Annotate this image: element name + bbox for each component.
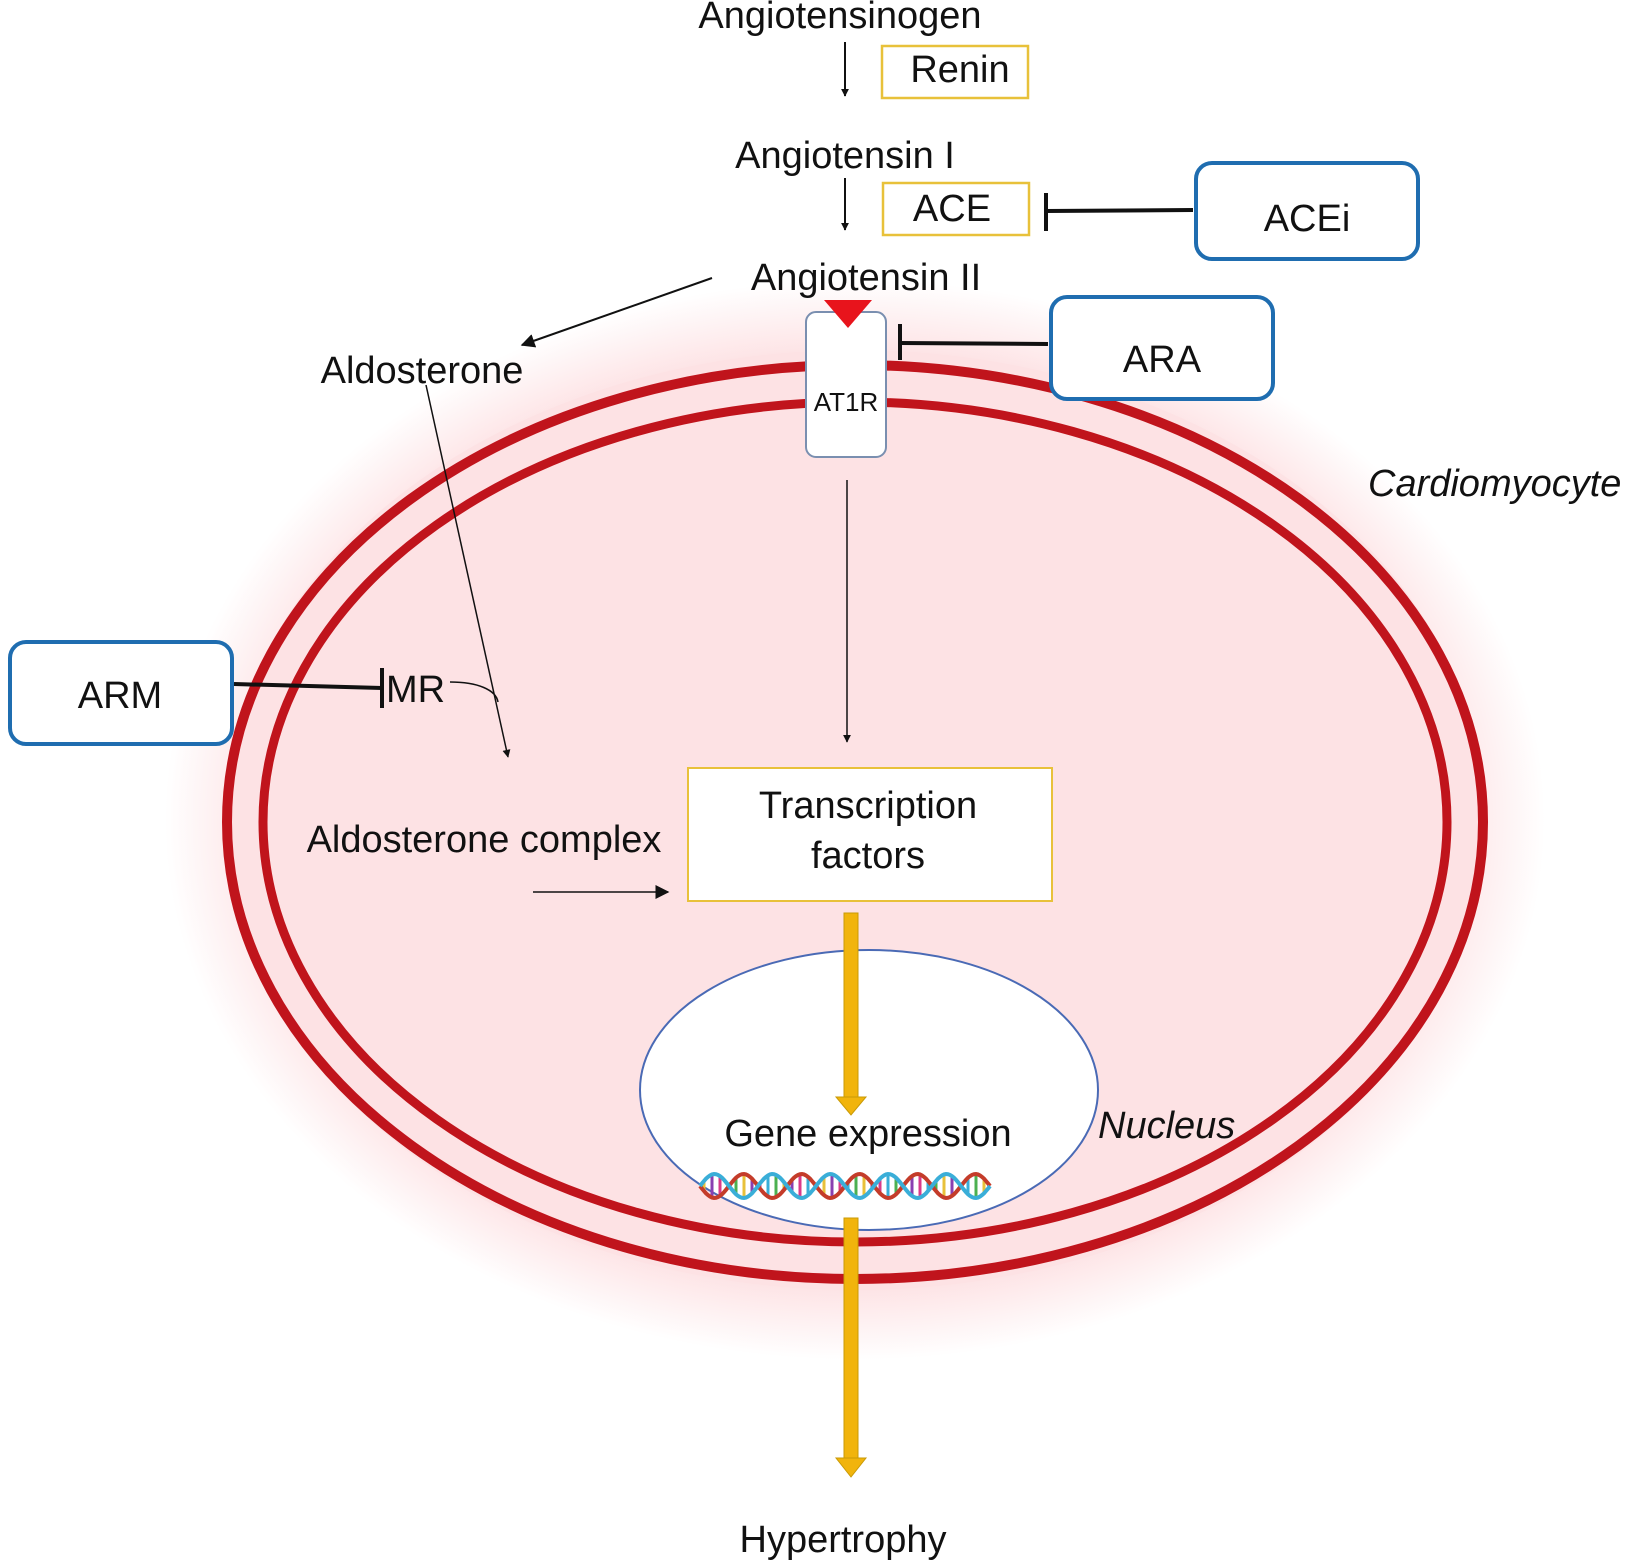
flow-head-to-gene xyxy=(834,1096,868,1116)
transcription-factors-label-line2: factors xyxy=(811,835,925,877)
ace-label: ACE xyxy=(913,188,991,230)
at1r-label: AT1R xyxy=(814,387,879,417)
inhibition-arm-mr xyxy=(233,682,383,690)
ara-label: ARA xyxy=(1123,339,1202,381)
gene-expression-label: Gene expression xyxy=(724,1113,1011,1155)
angiotensin-1-label: Angiotensin I xyxy=(735,135,955,177)
flow-shaft-to-gene xyxy=(843,912,859,1100)
arrow-angiotensin-2-to-aldosterone xyxy=(520,277,713,348)
inhibition-acei-ace xyxy=(1045,208,1194,213)
nucleus xyxy=(639,949,1099,1231)
angiotensinogen-label: Angiotensinogen xyxy=(698,0,981,37)
aldosterone-label: Aldosterone xyxy=(321,350,524,392)
arm-label: ARM xyxy=(78,675,162,717)
hypertrophy-label: Hypertrophy xyxy=(740,1519,947,1561)
aldosterone-complex-label: Aldosterone complex xyxy=(307,819,662,861)
renin-label: Renin xyxy=(910,49,1009,91)
acei-label: ACEi xyxy=(1264,198,1351,240)
cardiomyocyte-label: Cardiomyocyte xyxy=(1368,463,1621,505)
mr-label: MR xyxy=(386,669,445,711)
acei-box xyxy=(1194,161,1420,261)
ace-box xyxy=(881,181,1031,237)
transcription-factors-box xyxy=(687,767,1053,902)
ara-box xyxy=(1049,295,1275,401)
inhibition-ara-at1r xyxy=(899,341,1049,346)
renin-box xyxy=(880,44,1030,100)
arm-box xyxy=(8,640,234,746)
dna-helix-icon xyxy=(698,1171,992,1201)
mr-binding-curve xyxy=(449,681,499,703)
nucleus-label: Nucleus xyxy=(1098,1105,1235,1147)
flow-head-to-hypertrophy xyxy=(834,1457,868,1478)
angiotensin-2-ligand xyxy=(824,300,872,328)
angiotensin-2-label: Angiotensin II xyxy=(751,257,981,299)
at1r-receptor xyxy=(805,311,887,458)
flow-shaft-to-hypertrophy xyxy=(843,1217,859,1461)
transcription-factors-label-line1: Transcription xyxy=(759,785,977,827)
